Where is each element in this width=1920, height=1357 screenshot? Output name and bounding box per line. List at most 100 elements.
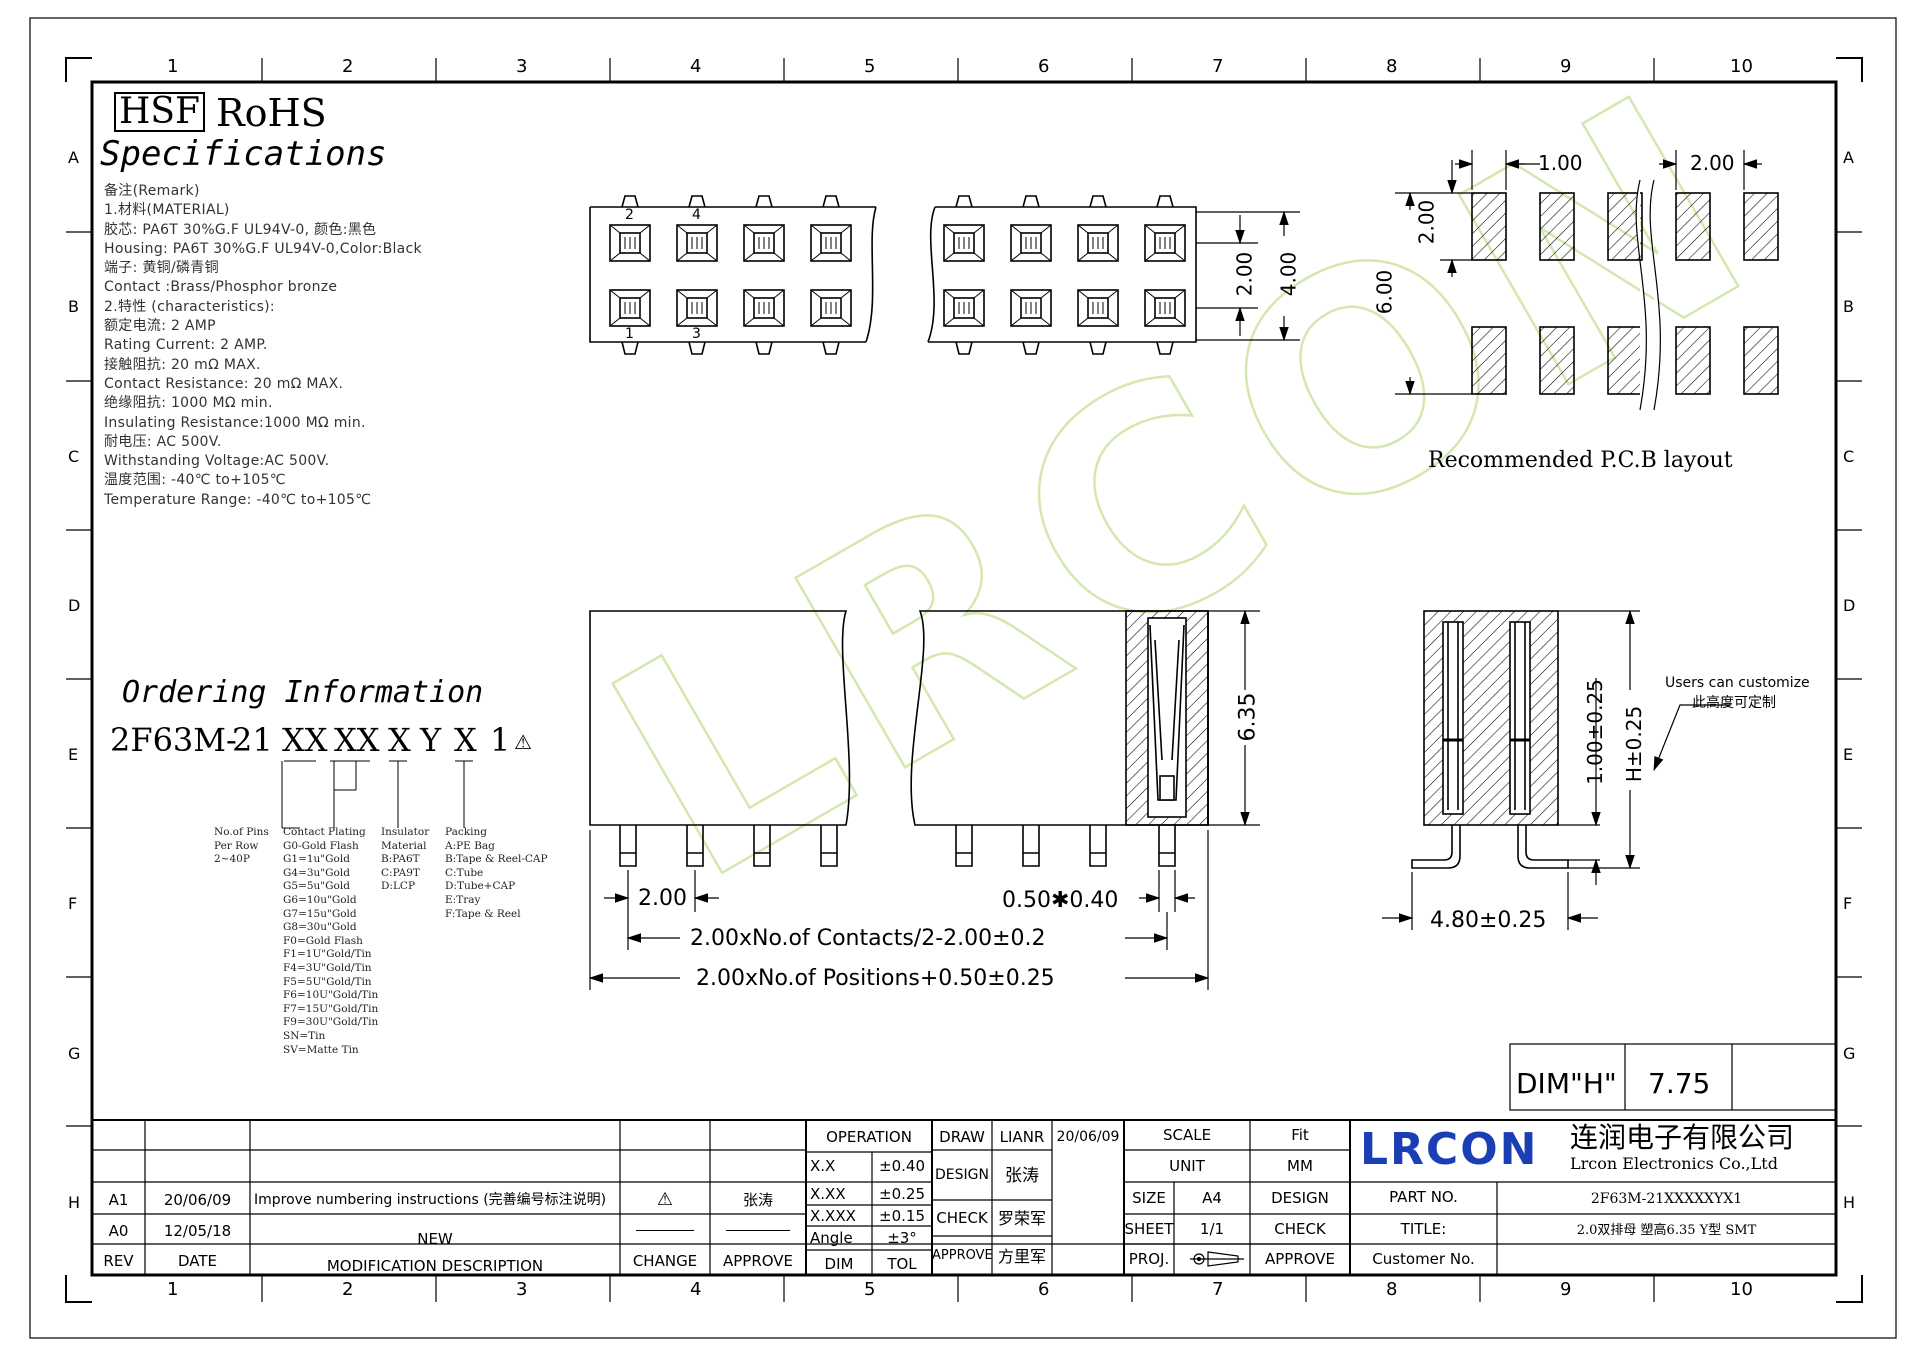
page-border [29,17,1897,1339]
col-label: 1 [167,1279,179,1300]
remark-line: 绝缘阻抗: 1000 MΩ min. [104,395,273,412]
dim-inner-height: 1.00±0.25 [1582,679,1607,785]
desc-header: MODIFICATION DESCRIPTION [326,1257,544,1275]
code-segment: XX [334,721,380,759]
row-label: C [68,447,80,466]
pcb-dim-pad-pitch: 2.00 [1690,151,1735,175]
dim-pitch-vertical: 2.00 [1232,251,1257,297]
remark-line: 端子: 黄铜/磷青铜 [104,260,219,277]
sheet-value: 1/1 [1199,1220,1225,1238]
desc-line: C:Tube [445,866,484,879]
desc-line: A:PE Bag [445,839,495,852]
check-name: 罗荣军 [997,1209,1046,1228]
plating-description: Contact Plating G0-Gold Flash G1=1u"Gold… [283,826,378,1057]
desc-line: SV=Matte Tin [283,1043,359,1056]
row-label: B [68,297,79,316]
col-label: 6 [1038,56,1050,77]
tol-value-cell: ±0.40 [879,1157,925,1175]
col-label: 4 [690,1279,702,1300]
col-label: 6 [1038,1279,1050,1300]
rev-desc-cell: NEW [417,1230,453,1248]
row-ticks [66,231,1862,1127]
desc-line: Contact Plating [283,826,366,838]
col-label: 9 [1560,1279,1572,1300]
desc-line: F5=5U"Gold/Tin [283,975,372,988]
remark-line: 2.特性 (characteristics): [104,298,275,315]
col-label: 1 [167,56,179,77]
tol-dim-cell: X.X [810,1157,836,1175]
remark-line: Contact Resistance: 20 mΩ MAX. [104,375,344,392]
dim-pin-size: 0.50✱0.40 [1002,888,1119,913]
dim-width: 4.00 [1276,251,1301,297]
code-segment: Y [420,721,442,759]
row-label: A [68,148,79,167]
desc-line: D:LCP [381,880,416,893]
col-label: 10 [1730,1279,1753,1300]
meta-approve-label: APPROVE [1264,1250,1336,1268]
ordering-title: Ordering Information [122,675,484,710]
dim-h-table [1509,1043,1837,1111]
desc-line: G6=10u"Gold [283,893,357,906]
sheet-label: SHEET [1124,1220,1174,1238]
approve-name: 方里军 [997,1247,1046,1266]
row-label: F [1843,894,1853,913]
code-segment: X [454,721,477,759]
ordering-leaders [281,760,473,829]
dim-contacts: 2.00xNo.of Contacts/2-2.00±0.2 [690,926,1046,951]
title-value: 2.0双排母 塑高6.35 Y型 SMT [1576,1223,1757,1238]
tol-header: TOL [887,1255,917,1273]
divider [636,1230,694,1231]
tol-dim-cell: X.XXX [810,1207,856,1225]
desc-line: G8=30u"Gold [283,921,357,934]
desc-line: D:Tube+CAP [445,880,516,893]
tol-value-cell: ±0.15 [879,1207,925,1225]
approve-label: APPROVE [932,1248,993,1263]
tol-dim-cell: X.XX [810,1185,846,1203]
row-label: D [68,596,81,615]
part-no-value: 2F63M-21XXXXXYX1 [1590,1191,1743,1207]
tol-dim-cell: Angle [810,1229,853,1247]
dim-header: DIM [824,1255,854,1273]
company-logo: LRCON [1360,1124,1539,1175]
rev-cell: A0 [108,1222,129,1240]
desc-line: B:Tape & Reel-CAP [445,853,548,866]
dim-height: 6.35 [1235,692,1261,742]
col-label: 5 [864,56,876,77]
desc-line: 2~40P [214,853,250,866]
rev-cell: A1 [108,1191,129,1209]
dim-h: H±0.25 [1622,705,1647,783]
remark-line: 额定电流: 2 AMP [104,318,216,335]
row-label: E [1843,745,1854,764]
remark-line: Contact :Brass/Phosphor bronze [104,279,338,296]
check-label: CHECK [936,1209,988,1227]
customer-no-label: Customer No. [1372,1250,1475,1268]
change-header: CHANGE [632,1252,698,1270]
desc-line: Insulator [381,826,430,838]
desc-line: SN=Tin [283,1029,326,1042]
dim-h-label: DIM"H" [1516,1067,1617,1100]
draw-date: 20/06/09 [1056,1129,1120,1145]
date-header: DATE [177,1252,218,1270]
revision-warning-icon: ⚠ [656,1189,674,1210]
pcb-dim-pad-height: 2.00 [1414,199,1439,245]
col-label: 2 [342,56,354,77]
specifications-title: Specifications [100,134,387,174]
desc-line: F0=Gold Flash [283,934,363,947]
remark-line: Insulating Resistance:1000 MΩ min. [104,414,366,431]
rev-date-cell: 12/05/18 [163,1222,232,1240]
desc-line: G5=5u"Gold [283,880,350,893]
remark-line: 温度范围: -40℃ to+105℃ [104,472,286,489]
remark-line: 耐电压: AC 500V. [104,433,222,450]
packing-description: Packing A:PE Bag B:Tape & Reel-CAP C:Tub… [445,826,548,921]
desc-line: F:Tape & Reel [445,907,521,920]
col-label: 2 [342,1279,354,1300]
desc-line: F6=10U"Gold/Tin [283,989,379,1002]
company-name-cn: 连润电子有限公司 [1570,1121,1795,1154]
dim-pitch: 2.00 [638,886,687,911]
hsf-mark: HSF [114,92,206,132]
rohs-mark: RoHS [216,91,327,135]
meta-design-label: DESIGN [1271,1189,1329,1207]
row-label: F [68,894,78,913]
part-no-label: PART NO. [1389,1188,1458,1206]
